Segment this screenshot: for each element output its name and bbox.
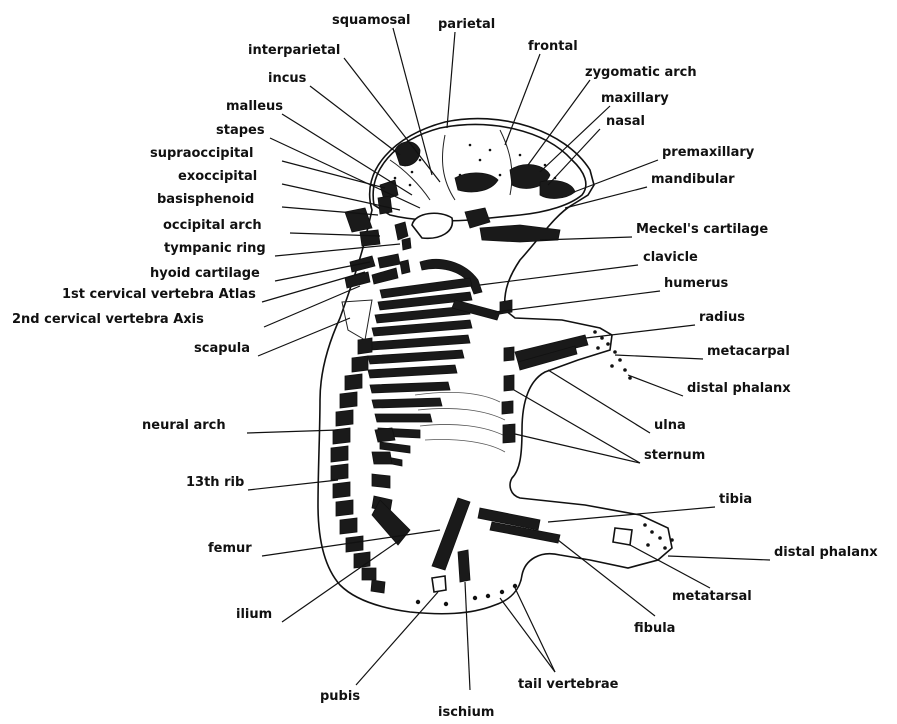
label-basisphenoid: basisphenoid (157, 192, 254, 207)
label-supraoccipital: supraoccipital (150, 146, 254, 161)
label-nasal: nasal (606, 114, 645, 129)
label-metatarsal: metatarsal (672, 589, 752, 604)
label-hyoid-cartilage: hyoid cartilage (150, 266, 260, 281)
label-squamosal: squamosal (332, 13, 411, 28)
label-tibia: tibia (719, 492, 752, 507)
label-clavicle: clavicle (643, 250, 698, 265)
label-distal-phalanx-fore: distal phalanx (687, 381, 791, 396)
label-femur: femur (208, 541, 252, 556)
label-humerus: humerus (664, 276, 729, 291)
label-parietal: parietal (438, 17, 495, 32)
label-maxillary: maxillary (601, 91, 669, 106)
label-zygomatic-arch: zygomatic arch (585, 65, 697, 80)
label-radius: radius (699, 310, 745, 325)
label-ilium: ilium (236, 607, 272, 622)
label-fibula: fibula (634, 621, 675, 636)
label-tail-vertebrae: tail vertebrae (518, 677, 619, 692)
label-cervical-2: 2nd cervical vertebra Axis (12, 312, 204, 327)
label-cervical-1: 1st cervical vertebra Atlas (62, 287, 256, 302)
label-ischium: ischium (438, 705, 494, 720)
label-ulna: ulna (654, 418, 686, 433)
label-neural-arch: neural arch (142, 418, 226, 433)
label-pubis: pubis (320, 689, 360, 704)
label-exoccipital: exoccipital (178, 169, 257, 184)
label-distal-phalanx-hind: distal phalanx (774, 545, 878, 560)
label-malleus: malleus (226, 99, 283, 114)
label-incus: incus (268, 71, 307, 86)
label-frontal: frontal (528, 39, 578, 54)
label-premaxillary: premaxillary (662, 145, 755, 160)
label-meckels-cartilage: Meckel's cartilage (636, 222, 768, 237)
label-13th-rib: 13th rib (186, 475, 244, 490)
label-scapula: scapula (194, 341, 250, 356)
label-metacarpal: metacarpal (707, 344, 790, 359)
label-sternum: sternum (644, 448, 705, 463)
label-occipital-arch: occipital arch (163, 218, 262, 233)
label-mandibular: mandibular (651, 172, 735, 187)
label-stapes: stapes (216, 123, 265, 138)
label-tympanic-ring: tympanic ring (164, 241, 266, 256)
label-interparietal: interparietal (248, 43, 340, 58)
